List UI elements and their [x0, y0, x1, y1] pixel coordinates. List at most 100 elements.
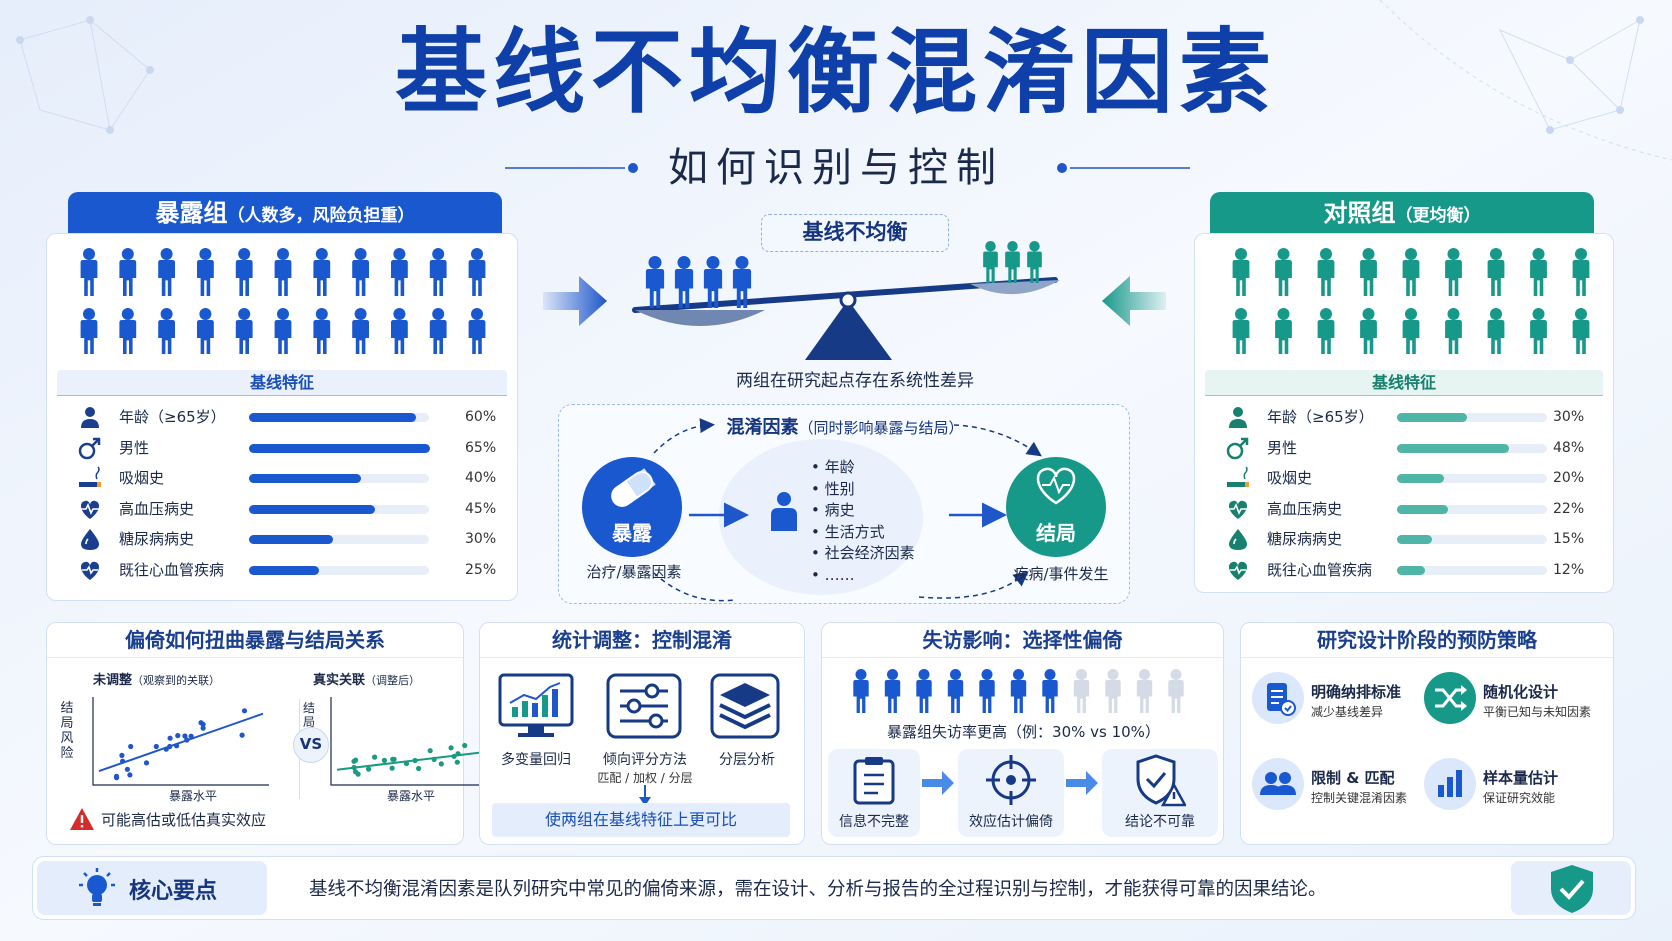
- bias-panel: 偏倚如何扭曲暴露与结局关系 未调整（观察到的关联） 真实关联（调整后） 结局风险…: [46, 622, 486, 845]
- confounder-list: • 年龄• 性别• 病史• 生活方式• 社会经济因素• ……: [811, 457, 941, 586]
- lost-person-icon: [1105, 669, 1121, 713]
- prevent-item-title-3: 限制 & 匹配: [1311, 769, 1395, 787]
- exposed-person-icon: [468, 308, 486, 354]
- adjust-title: 统计调整：控制混淆: [480, 623, 804, 658]
- control-feature-bar-track: [1397, 474, 1547, 483]
- retained-person-icon: [853, 669, 869, 713]
- exposed-group-name: 暴露组: [155, 199, 228, 227]
- exposed-feature-label: 男性: [119, 438, 150, 457]
- sliders-icon: [606, 673, 682, 739]
- scatter-point: [416, 765, 422, 772]
- scatter-point: [448, 745, 454, 751]
- loss-caption: 暴露组失访率更高（例：30% vs 10%）: [887, 723, 1160, 741]
- scatter-axes: [330, 697, 486, 786]
- scale-exposed-people: [645, 256, 752, 308]
- shield-warning-icon: [1136, 754, 1186, 807]
- clipboard-icon: [853, 757, 895, 805]
- male-icon: [1226, 437, 1249, 459]
- exposed-person-icon: [390, 308, 408, 354]
- control-feature-label: 吸烟史: [1267, 469, 1313, 487]
- exposed-person-icon: [197, 308, 214, 354]
- adjust-summary: 使两组在基线特征上更可比: [492, 803, 790, 837]
- prevent-item-sub-3: 控制关键混淆因素: [1311, 791, 1408, 805]
- exposed-feature-pct: 45%: [465, 500, 497, 517]
- exposed-feature-pct: 25%: [465, 561, 497, 578]
- exposed-feature-label: 既往心血管疾病: [119, 560, 225, 579]
- monitor-chart-icon: [498, 673, 574, 737]
- scatter-point: [372, 754, 378, 760]
- control-feature-pct: 15%: [1553, 531, 1585, 547]
- scatter-point: [454, 759, 460, 765]
- scatter-point: [119, 752, 125, 758]
- page-subtitle: 如何识别与控制: [668, 145, 1004, 191]
- control-in-arrow-icon: [1102, 276, 1166, 326]
- exposed-person-icon: [313, 308, 331, 354]
- heart-pulse-icon: [80, 561, 100, 580]
- control-feature-bar-fill: [1397, 474, 1444, 483]
- control-person-icon: [1232, 248, 1250, 296]
- unadjusted-xlabel: 暴露水平: [168, 789, 217, 803]
- scatter-point: [175, 733, 181, 739]
- prevent-panel: 研究设计阶段的预防策略 明确纳排标准 减少基线差异 随机化设计 平衡已知与未知因…: [1240, 622, 1614, 845]
- control-feature-bar-track: [1397, 504, 1547, 514]
- method-label-propensity: 倾向评分方法: [603, 752, 687, 768]
- page-title: 基线不均衡混淆因素: [394, 19, 1277, 126]
- loss-step-label-1: 信息不完整: [839, 814, 909, 830]
- exposed-person-icon: [80, 248, 98, 296]
- scale-control-people: [983, 241, 1042, 283]
- exposed-feature-bar-fill: [249, 535, 333, 544]
- scatter-point: [462, 742, 468, 749]
- unadjusted-ylabel: 结局风险: [60, 701, 74, 761]
- trend-line: [98, 712, 264, 773]
- exposed-person-icon: [274, 308, 292, 354]
- control-person-icon: [1275, 248, 1292, 296]
- scale-control-person-icon: [1027, 241, 1042, 283]
- control-feature-pct: 22%: [1553, 500, 1585, 517]
- control-group-note: （更均衡）: [1395, 206, 1481, 226]
- outcome-label: 结局: [1036, 521, 1076, 545]
- exposed-feature-bar-fill: [249, 443, 431, 453]
- blood-drop-icon: [81, 529, 99, 550]
- capsule-icon: [611, 468, 656, 507]
- control-person-icon: [1572, 308, 1590, 354]
- heartbeat-icon: [80, 500, 100, 519]
- exposed-feature-pct: 30%: [465, 531, 497, 547]
- exposed-person-icon: [429, 248, 447, 296]
- control-feature-bar-track: [1397, 565, 1547, 575]
- scale-exposed-person-icon: [674, 256, 694, 308]
- exposed-feature-row: 既往心血管疾病 25%: [57, 555, 507, 585]
- bar-chart-icon: [1424, 758, 1476, 810]
- scatter-point: [389, 765, 395, 771]
- exposed-feature-bar-track: [249, 535, 429, 544]
- exposed-person-icon: [468, 248, 486, 296]
- heart-pulse-icon: [1036, 467, 1076, 505]
- core-label: 核心要点: [129, 879, 218, 904]
- unadjusted-title: 未调整: [93, 673, 133, 688]
- step-arrow-icon: [922, 771, 954, 795]
- exposed-feature-bar-track: [249, 504, 429, 514]
- exposed-person-icon: [80, 308, 98, 354]
- exposed-person-icon: [119, 308, 137, 354]
- prevent-item-title-2: 随机化设计: [1483, 683, 1559, 701]
- trend-line: [336, 751, 481, 771]
- exposed-person-icon: [391, 248, 408, 296]
- control-feature-label: 高血压病史: [1267, 499, 1343, 518]
- control-group-header: 对照组（更均衡）: [1210, 192, 1594, 234]
- control-feature-bar-track: [1397, 413, 1547, 422]
- control-person-icon: [1402, 248, 1420, 296]
- exposed-person-icon: [235, 248, 253, 296]
- scatter-point: [127, 772, 133, 778]
- method-label-stratified: 分层分析: [719, 752, 775, 768]
- prevent-item-sub-1: 减少基线差异: [1311, 705, 1384, 719]
- scatter-point: [153, 743, 159, 750]
- confounder-item: • 社会经济因素: [811, 544, 915, 562]
- exposed-feature-bar-fill: [249, 565, 319, 575]
- scatter-point: [128, 743, 134, 750]
- control-person-icon: [1360, 308, 1377, 354]
- scatter-point: [438, 761, 444, 767]
- control-feature-pct: 12%: [1553, 561, 1585, 578]
